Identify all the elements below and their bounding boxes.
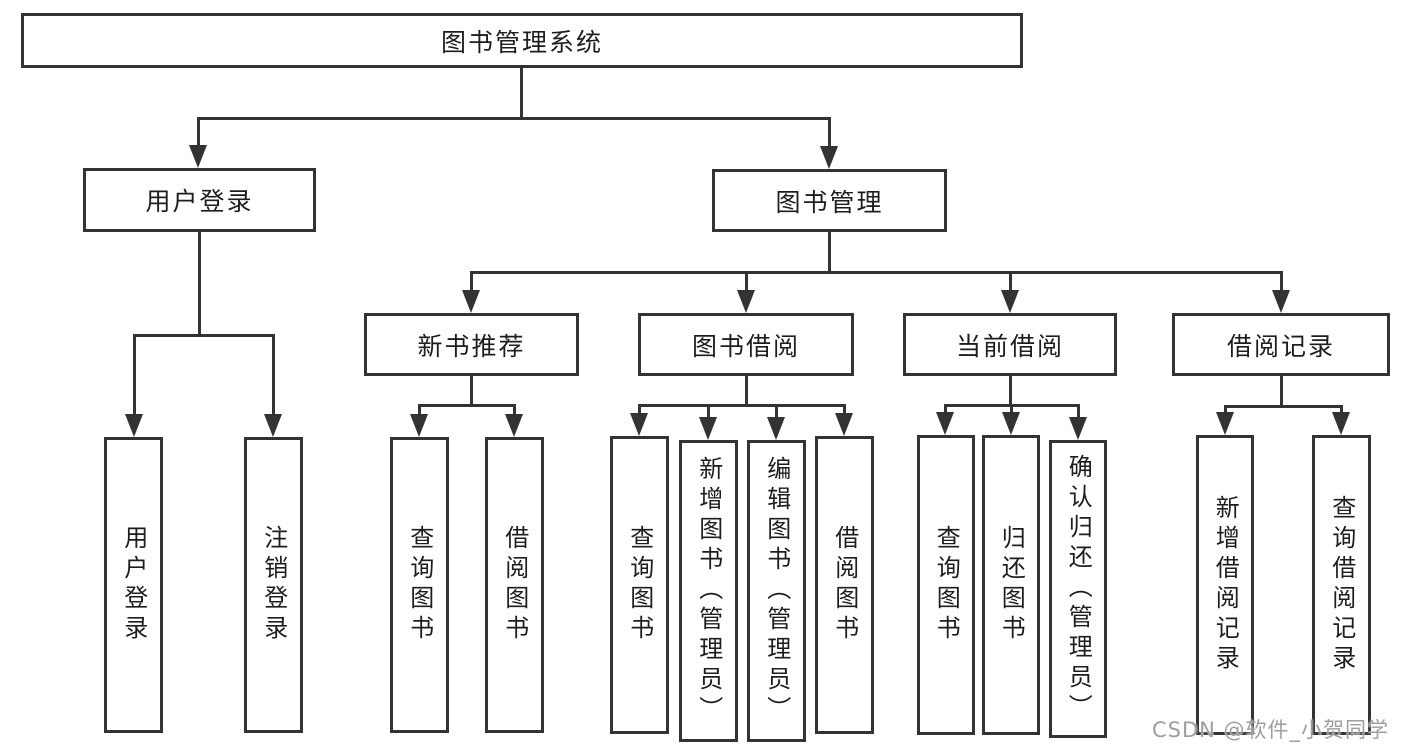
connector-drop xyxy=(828,117,831,149)
connector-stem xyxy=(470,374,473,407)
leaf-confirm-return-admin: 确认归还（管理员） xyxy=(1049,440,1107,738)
connector-drop xyxy=(775,404,778,421)
node-label: 当前借阅 xyxy=(955,331,1064,361)
arrowhead-down xyxy=(410,414,428,437)
leaf-label: 注销登录 xyxy=(259,525,288,645)
node-label: 图书管理系统 xyxy=(440,27,603,57)
connector-drop xyxy=(513,404,516,418)
leaf-label: 编辑图书（管理员） xyxy=(762,456,791,726)
arrowhead-down xyxy=(264,414,282,437)
connector-stem xyxy=(198,230,201,336)
connector-stem xyxy=(1009,374,1012,407)
arrowhead-down xyxy=(1069,417,1087,440)
connector-drop xyxy=(197,117,200,149)
connector-drop xyxy=(272,334,275,418)
leaf-logout: 注销登录 xyxy=(244,437,303,733)
arrowhead-down xyxy=(1332,412,1350,435)
connector-drop xyxy=(1340,405,1343,416)
leaf-label: 新增图书（管理员） xyxy=(694,456,723,726)
leaf-label: 查询图书 xyxy=(405,525,434,645)
arrowhead-down xyxy=(936,412,954,435)
leaf-label: 用户登录 xyxy=(119,525,148,645)
arrowhead-down xyxy=(1001,290,1019,313)
node-book-management: 图书管理 xyxy=(712,169,947,232)
connector-branch xyxy=(133,334,274,337)
connector-branch xyxy=(638,404,845,407)
connector-drop xyxy=(1010,404,1013,416)
leaf-query-book: 查询图书 xyxy=(917,435,975,735)
connector-root-stem xyxy=(520,66,523,119)
csdn-watermark: CSDN @软件_小贺同学 xyxy=(1152,718,1390,742)
arrowhead-down xyxy=(699,417,717,440)
arrowhead-down xyxy=(767,417,785,440)
connector-branch xyxy=(470,271,1283,274)
connector-stem xyxy=(1280,374,1283,408)
connector-drop xyxy=(745,271,748,293)
connector-branch xyxy=(418,404,515,407)
connector-drop xyxy=(638,404,641,418)
connector-drop xyxy=(707,404,710,421)
arrowhead-down xyxy=(835,413,853,436)
arrowhead-down xyxy=(462,290,480,313)
node-borrow-record: 借阅记录 xyxy=(1172,313,1390,376)
connector-stem xyxy=(745,374,748,407)
connector-stem xyxy=(828,230,831,274)
leaf-return-book: 归还图书 xyxy=(982,435,1040,735)
arrowhead-down xyxy=(505,414,523,437)
connector-root-branch xyxy=(197,117,831,120)
node-book-borrow: 图书借阅 xyxy=(638,313,854,376)
connector-drop xyxy=(843,404,846,418)
node-new-book-recommend: 新书推荐 xyxy=(364,313,579,376)
node-root: 图书管理系统 xyxy=(21,13,1023,68)
connector-drop xyxy=(470,271,473,293)
connector-drop xyxy=(1280,271,1283,293)
leaf-user-login: 用户登录 xyxy=(104,437,163,733)
arrowhead-down xyxy=(737,290,755,313)
node-label: 图书借阅 xyxy=(691,331,800,361)
node-label: 图书管理 xyxy=(775,187,884,217)
leaf-query-book: 查询图书 xyxy=(610,436,669,734)
leaf-label: 查询借阅记录 xyxy=(1327,495,1356,675)
connector-drop xyxy=(1009,271,1012,293)
leaf-edit-book-admin: 编辑图书（管理员） xyxy=(747,440,806,742)
leaf-query-book: 查询图书 xyxy=(390,437,449,733)
connector-branch xyxy=(1224,405,1342,408)
node-current-borrow: 当前借阅 xyxy=(903,313,1117,376)
leaf-label: 确认归还（管理员） xyxy=(1064,454,1093,724)
arrowhead-down xyxy=(125,414,143,437)
leaf-add-book-admin: 新增图书（管理员） xyxy=(679,440,738,742)
node-label: 用户登录 xyxy=(145,187,254,216)
connector-drop xyxy=(418,404,421,418)
leaf-borrow-book: 借阅图书 xyxy=(485,437,544,733)
leaf-query-borrow-record: 查询借阅记录 xyxy=(1312,435,1371,735)
node-user-login: 用户登录 xyxy=(83,168,316,232)
connector-drop xyxy=(944,404,947,416)
leaf-label: 借阅图书 xyxy=(500,525,529,645)
connector-drop xyxy=(1224,405,1227,416)
leaf-label: 查询图书 xyxy=(625,525,654,645)
node-label: 新书推荐 xyxy=(417,331,526,361)
arrowhead-down xyxy=(189,145,207,168)
arrowhead-down xyxy=(630,413,648,436)
leaf-borrow-book: 借阅图书 xyxy=(815,436,874,734)
arrowhead-down xyxy=(820,146,838,169)
leaf-add-borrow-record: 新增借阅记录 xyxy=(1196,435,1254,735)
node-label: 借阅记录 xyxy=(1226,331,1335,361)
leaf-label: 查询图书 xyxy=(932,525,961,645)
arrowhead-down xyxy=(1002,412,1020,435)
connector-drop xyxy=(1077,404,1080,421)
leaf-label: 借阅图书 xyxy=(830,525,859,645)
connector-drop xyxy=(133,334,136,418)
arrowhead-down xyxy=(1216,412,1234,435)
arrowhead-down xyxy=(1272,290,1290,313)
leaf-label: 新增借阅记录 xyxy=(1211,495,1240,675)
leaf-label: 归还图书 xyxy=(997,525,1026,645)
